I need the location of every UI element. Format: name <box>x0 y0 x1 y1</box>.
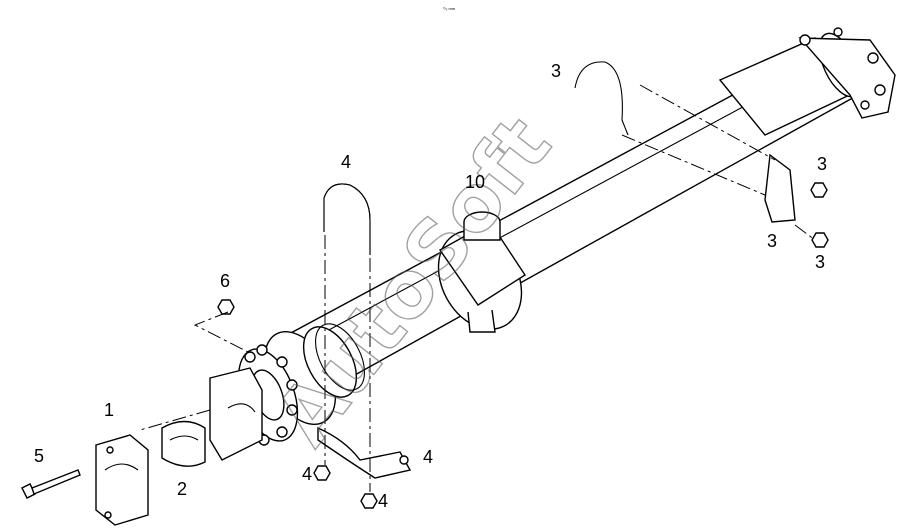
hose <box>574 61 629 136</box>
callout-2: 2 <box>177 479 187 499</box>
nut-right-upper <box>810 182 828 198</box>
callout-3-bracket: 3 <box>767 231 777 251</box>
callout-4-strap: 4 <box>423 447 433 467</box>
callout-10: 10 <box>465 172 485 192</box>
strap-bracket <box>317 426 412 479</box>
nut-lower-left <box>313 465 331 481</box>
trunnion-block <box>437 211 526 333</box>
callout-1: 1 <box>104 400 114 420</box>
callout-3-nut-lower: 3 <box>815 252 825 272</box>
nut-right-lower <box>811 232 829 248</box>
leader-lines <box>139 84 816 492</box>
callout-3-hose: 3 <box>551 61 561 81</box>
callout-5: 5 <box>34 446 44 466</box>
callout-6: 6 <box>220 271 230 291</box>
cylinder-barrel <box>248 27 896 411</box>
nut-lower-bottom <box>360 493 378 509</box>
bearing-shell <box>161 420 206 467</box>
nut-part6 <box>217 299 235 315</box>
u-bolt-upper <box>323 183 371 255</box>
callout-4-nut-bottom: 4 <box>378 491 388 511</box>
clamp-front-half <box>95 434 149 526</box>
clamp-rear-half <box>209 367 263 461</box>
callout-labels: 1 2 3 3 3 3 4 4 4 4 5 6 10 <box>34 61 827 511</box>
bolt <box>21 469 81 499</box>
callout-4-ubolt: 4 <box>341 152 351 172</box>
scale-note: ⁰/₀ mm <box>443 6 456 11</box>
callout-4-nut-left: 4 <box>302 464 312 484</box>
callout-3-nut-upper: 3 <box>817 154 827 174</box>
bracket-right <box>764 153 796 223</box>
